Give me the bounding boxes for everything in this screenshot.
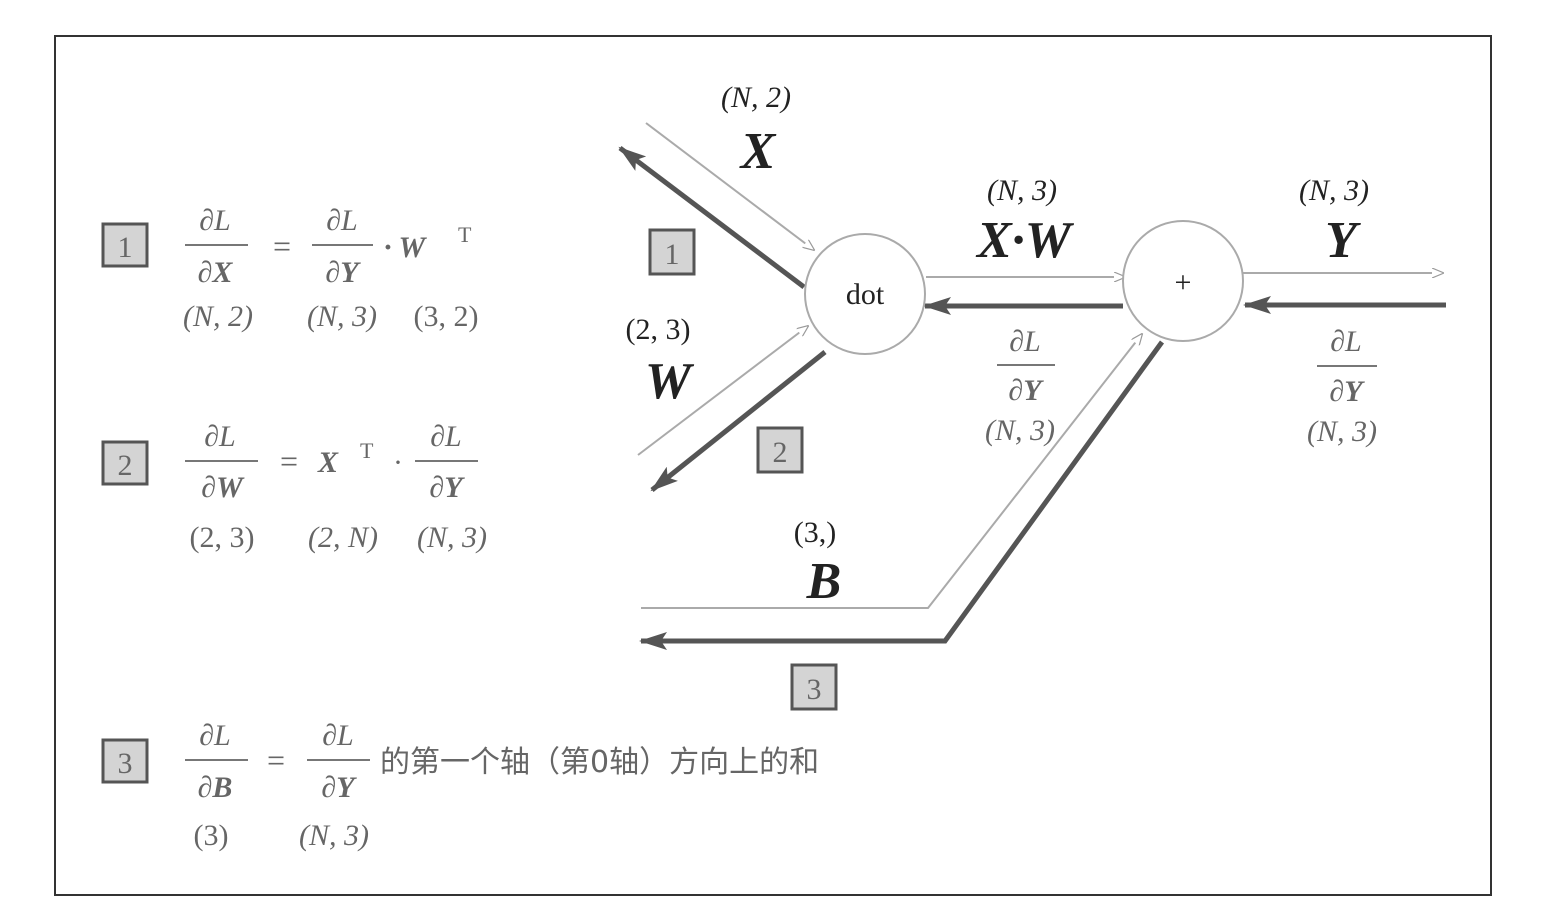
grad-right-num: ∂L bbox=[1330, 325, 1362, 358]
eq1-rhs-den: ∂Y bbox=[325, 256, 361, 289]
eq2-lhs-num: ∂L bbox=[204, 420, 236, 453]
badge-1-label: 1 bbox=[118, 231, 133, 264]
forward-edge-b bbox=[641, 334, 1142, 609]
eq1-lhs-den: ∂X bbox=[198, 256, 234, 289]
graph-badge-1-label: 1 bbox=[665, 238, 680, 271]
b-variable-label: B bbox=[806, 553, 842, 610]
equation-2: 2 ∂L ∂W = X T · ∂L ∂Y (2, 3) (2, N) (N, … bbox=[101, 420, 487, 554]
w-shape-label: (2, 3) bbox=[626, 313, 691, 346]
eq3-lhs-den: ∂B bbox=[198, 771, 233, 804]
backward-edge-b bbox=[639, 340, 1165, 650]
y-variable-label: Y bbox=[1325, 212, 1361, 269]
eq1-shape-2: (N, 3) bbox=[307, 300, 377, 333]
eq2-mid-term: X bbox=[317, 446, 339, 479]
graph-badge-2 bbox=[756, 426, 804, 474]
badge-2-label: 2 bbox=[118, 449, 133, 482]
eq2-sup: T bbox=[360, 438, 374, 463]
equation-3: 3 ∂L ∂B = ∂L ∂Y 的第一个轴（第0轴）方向上的和 (3) (N, … bbox=[101, 719, 819, 852]
eq3-rhs-num: ∂L bbox=[322, 719, 354, 752]
eq2-equals: = bbox=[280, 443, 298, 479]
badge-1 bbox=[101, 222, 149, 268]
x-shape-label: (N, 2) bbox=[721, 81, 791, 114]
badge-3 bbox=[101, 738, 149, 784]
w-variable-label: W bbox=[645, 353, 695, 410]
eq2-rhs-num: ∂L bbox=[430, 420, 462, 453]
eq3-lhs-num: ∂L bbox=[199, 719, 231, 752]
graph-badge-2-label: 2 bbox=[773, 436, 788, 469]
computational-graph: dot + (N, 2) X (2, 3) W (3,) B (N, 3) X·… bbox=[618, 81, 1446, 711]
eq3-description: 的第一个轴（第0轴）方向上的和 bbox=[380, 745, 819, 780]
eq3-shape-2: (N, 3) bbox=[299, 819, 369, 852]
equation-1: 1 ∂L ∂X = ∂L ∂Y · W T (N, 2) (N, 3) (3, … bbox=[101, 204, 479, 333]
backward-edge-x bbox=[618, 146, 806, 289]
plus-node-label: + bbox=[1175, 266, 1192, 299]
eq1-sup: T bbox=[458, 222, 472, 247]
dot-node: dot bbox=[804, 233, 926, 355]
xw-variable-label: X·W bbox=[975, 212, 1075, 269]
grad-right-den: ∂Y bbox=[1329, 375, 1365, 408]
eq2-shape-2: (2, N) bbox=[308, 521, 378, 554]
graph-badge-3-label: 3 bbox=[807, 673, 822, 706]
xw-shape-label: (N, 3) bbox=[987, 174, 1057, 207]
graph-badge-3 bbox=[790, 663, 838, 711]
b-shape-label: (3,) bbox=[794, 516, 836, 549]
grad-mid-num: ∂L bbox=[1009, 325, 1041, 358]
eq2-rhs-den: ∂Y bbox=[429, 471, 465, 504]
eq2-dot: · bbox=[393, 446, 403, 479]
forward-edge-w bbox=[637, 326, 808, 456]
dot-node-label: dot bbox=[846, 278, 885, 311]
eq1-shape-1: (N, 2) bbox=[183, 300, 253, 333]
eq3-rhs-den: ∂Y bbox=[321, 771, 357, 804]
eq2-shape-1: (2, 3) bbox=[190, 521, 255, 554]
x-variable-label: X bbox=[739, 123, 777, 180]
graph-badge-1 bbox=[648, 228, 696, 276]
backward-edge-w bbox=[650, 350, 827, 492]
eq1-shape-3: (3, 2) bbox=[414, 300, 479, 333]
eq3-equals: = bbox=[267, 742, 285, 778]
eq1-equals: = bbox=[273, 228, 291, 264]
badge-3-label: 3 bbox=[118, 747, 133, 780]
grad-mid-shape: (N, 3) bbox=[985, 414, 1055, 447]
eq1-lhs-num: ∂L bbox=[199, 204, 231, 237]
eq1-rhs-num: ∂L bbox=[326, 204, 358, 237]
y-shape-label: (N, 3) bbox=[1299, 174, 1369, 207]
forward-edge-x bbox=[645, 122, 814, 250]
eq2-shape-3: (N, 3) bbox=[417, 521, 487, 554]
badge-2 bbox=[101, 440, 149, 486]
grad-right-shape: (N, 3) bbox=[1307, 415, 1377, 448]
eq1-tail: · W bbox=[384, 231, 427, 264]
eq3-shape-1: (3) bbox=[194, 819, 229, 852]
eq2-lhs-den: ∂W bbox=[201, 471, 245, 504]
grad-mid-den: ∂Y bbox=[1008, 374, 1044, 407]
plus-node: + bbox=[1122, 220, 1244, 342]
figure-frame bbox=[54, 35, 1492, 896]
